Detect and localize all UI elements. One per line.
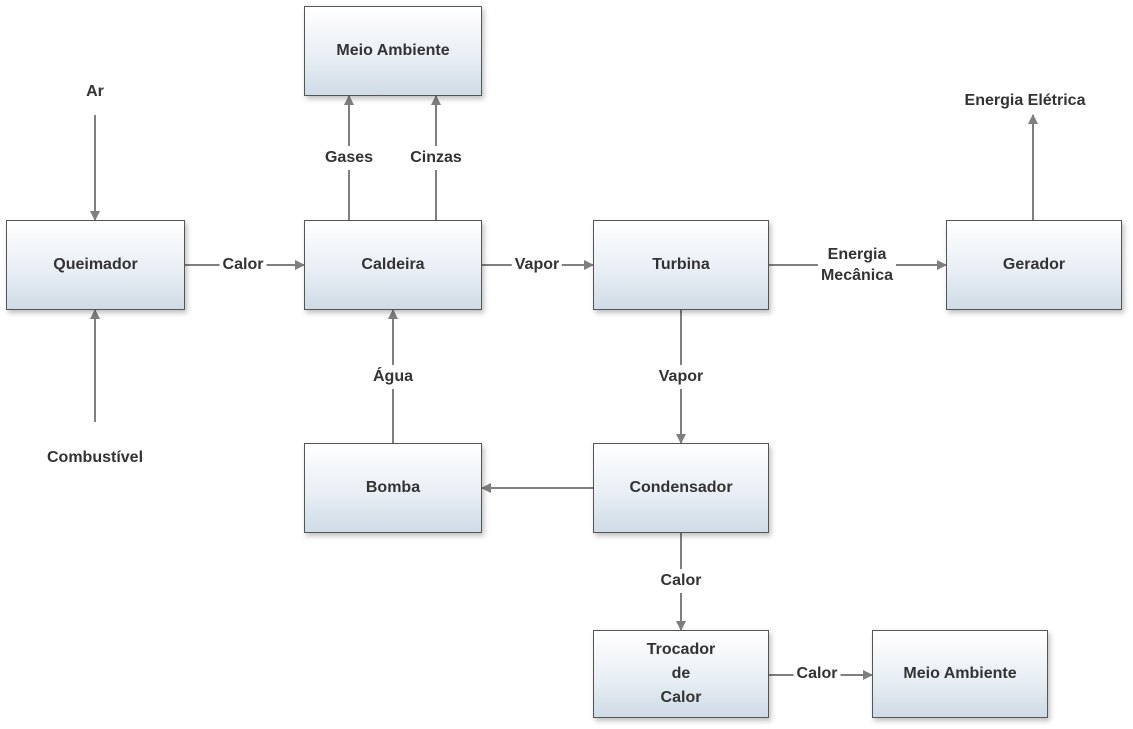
node-condensador-label: Condensador [629,479,733,496]
node-bomba-label: Bomba [365,479,421,496]
node-caldeira: Caldeira [304,220,482,310]
node-gerador: Gerador [946,220,1122,310]
label-calor-condensador-trocador: Calor [659,569,703,593]
node-caldeira-label: Caldeira [361,256,425,273]
node-turbina: Turbina [593,220,769,310]
node-meio-ambiente-bottom-label: Meio Ambiente [903,665,1017,682]
node-meio-ambiente-top: Meio Ambiente [304,6,482,96]
label-calor-trocador-meio: Calor [793,664,841,684]
node-bomba: Bomba [304,443,482,533]
label-energia-line2: Mecânica [820,267,894,284]
node-turbina-label: Turbina [652,256,710,273]
label-combustivel: Combustível [46,449,144,466]
node-gerador-label: Gerador [1002,256,1066,273]
label-gases: Gases [323,146,375,170]
label-agua: Água [372,365,414,389]
node-trocador-line3: Calor [660,689,702,706]
label-energia-line1: Energia [827,246,887,263]
label-cinzas: Cinzas [409,146,463,170]
label-energia-eletrica: Energia Elétrica [964,92,1086,109]
node-trocador-de-calor: Trocador de Calor [593,630,769,718]
node-trocador-line1: Trocador [646,641,716,658]
label-vapor-caldeira-turbina: Vapor [511,255,563,275]
node-queimador: Queimador [6,220,185,310]
node-condensador: Condensador [593,443,769,533]
label-ar: Ar [86,83,104,100]
node-queimador-label: Queimador [53,256,138,273]
label-energia-mecanica: Energia Mecânica [817,244,897,286]
label-vapor-turbina-condensador: Vapor [657,365,705,389]
node-meio-ambiente-bottom: Meio Ambiente [872,630,1048,718]
label-calor-queimador-caldeira: Calor [219,255,267,275]
node-trocador-line2: de [671,665,691,682]
node-meio-ambiente-top-label: Meio Ambiente [336,42,450,59]
